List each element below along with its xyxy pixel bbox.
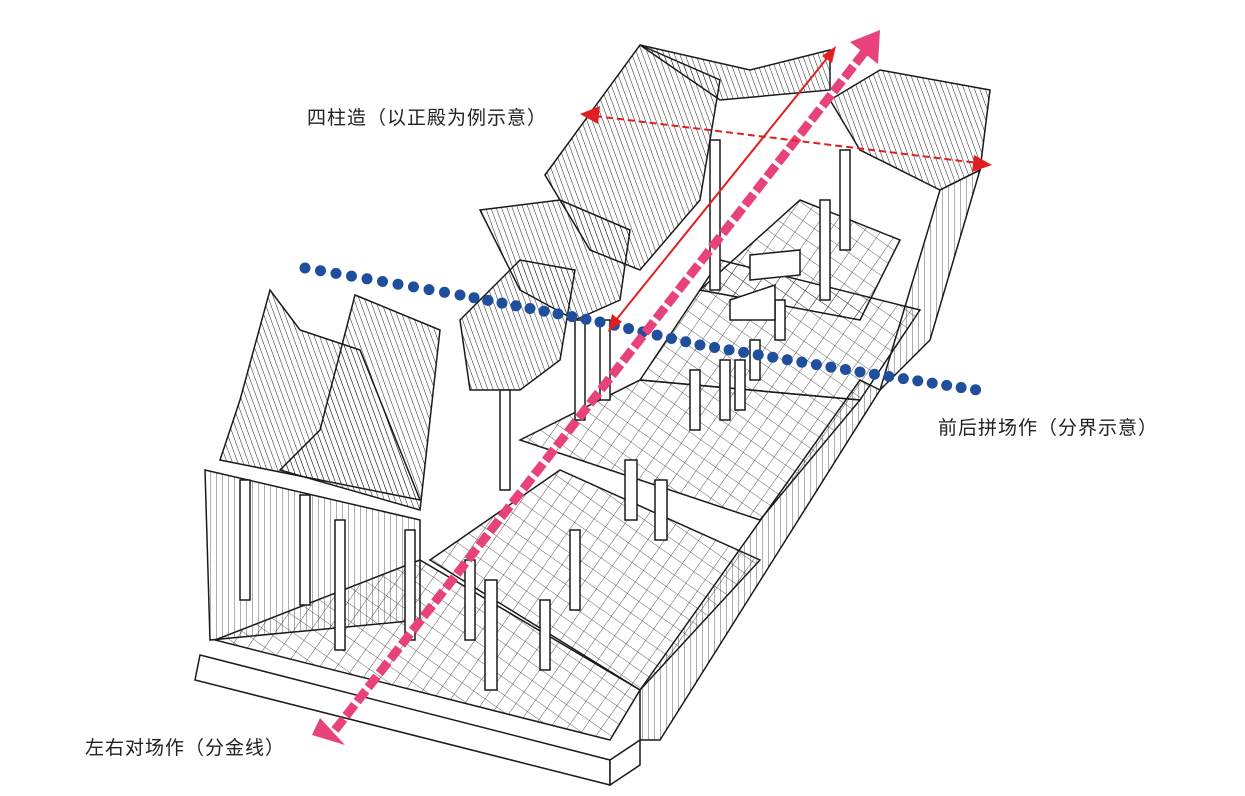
boundary-dot xyxy=(970,384,982,396)
boundary-dot xyxy=(315,265,326,277)
front-back-boundary-dots xyxy=(299,262,982,396)
boundary-dot xyxy=(346,270,357,282)
boundary-dot xyxy=(810,359,822,371)
boundary-dot xyxy=(423,284,435,296)
boundary-dot xyxy=(496,297,508,309)
boundary-dot xyxy=(665,332,677,344)
boundary-dot xyxy=(767,351,779,363)
boundary-dot xyxy=(868,368,880,380)
boundary-dot xyxy=(912,375,924,387)
boundary-dot xyxy=(468,292,480,304)
boundary-dot xyxy=(524,303,536,314)
boundary-dot xyxy=(377,276,388,287)
boundary-dot xyxy=(694,339,706,351)
central-axis-arrow xyxy=(312,30,880,745)
boundary-dot xyxy=(538,305,550,317)
boundary-dot xyxy=(580,313,592,325)
boundary-dot xyxy=(825,361,837,373)
boundary-dot xyxy=(883,370,895,382)
boundary-dot xyxy=(299,262,311,274)
boundary-dot xyxy=(839,364,851,376)
front-roof-right xyxy=(278,293,441,511)
boundary-dot xyxy=(439,286,450,298)
boundary-dot xyxy=(566,311,578,323)
boundary-dot xyxy=(941,379,953,391)
boundary-dot xyxy=(723,344,735,356)
boundary-dot xyxy=(897,373,909,385)
building-sketch xyxy=(194,44,991,787)
boundary-dot xyxy=(926,377,938,389)
boundary-dot xyxy=(392,278,404,290)
side-roof-right xyxy=(828,69,991,191)
boundary-dot xyxy=(738,346,750,358)
boundary-dot xyxy=(594,316,606,328)
four-pillar-arrow xyxy=(580,106,992,172)
boundary-dot xyxy=(361,273,373,285)
label-four-pillar: 四柱造（以正殿为例示意） xyxy=(307,107,548,129)
boundary-dot xyxy=(781,354,793,366)
boundary-dot xyxy=(623,323,635,335)
boundary-dot xyxy=(454,289,466,301)
right-wall xyxy=(639,379,882,741)
boundary-dot xyxy=(796,356,808,368)
boundary-dot xyxy=(651,329,663,341)
boundary-dot xyxy=(408,281,419,293)
boundary-dot xyxy=(680,336,692,348)
label-front-back: 前后拼场作（分界示意） xyxy=(938,417,1159,439)
boundary-dot xyxy=(854,366,866,378)
boundary-dot xyxy=(330,267,342,279)
boundary-dot xyxy=(709,341,721,353)
label-left-right: 左右对场作（分金线） xyxy=(85,737,286,759)
boundary-dot xyxy=(552,308,564,320)
boundary-dot xyxy=(510,300,522,312)
main-hall-diagonal-arrow xyxy=(608,46,836,332)
boundary-dot xyxy=(482,294,494,306)
boundary-dot xyxy=(752,349,764,361)
boundary-dot xyxy=(955,382,967,394)
